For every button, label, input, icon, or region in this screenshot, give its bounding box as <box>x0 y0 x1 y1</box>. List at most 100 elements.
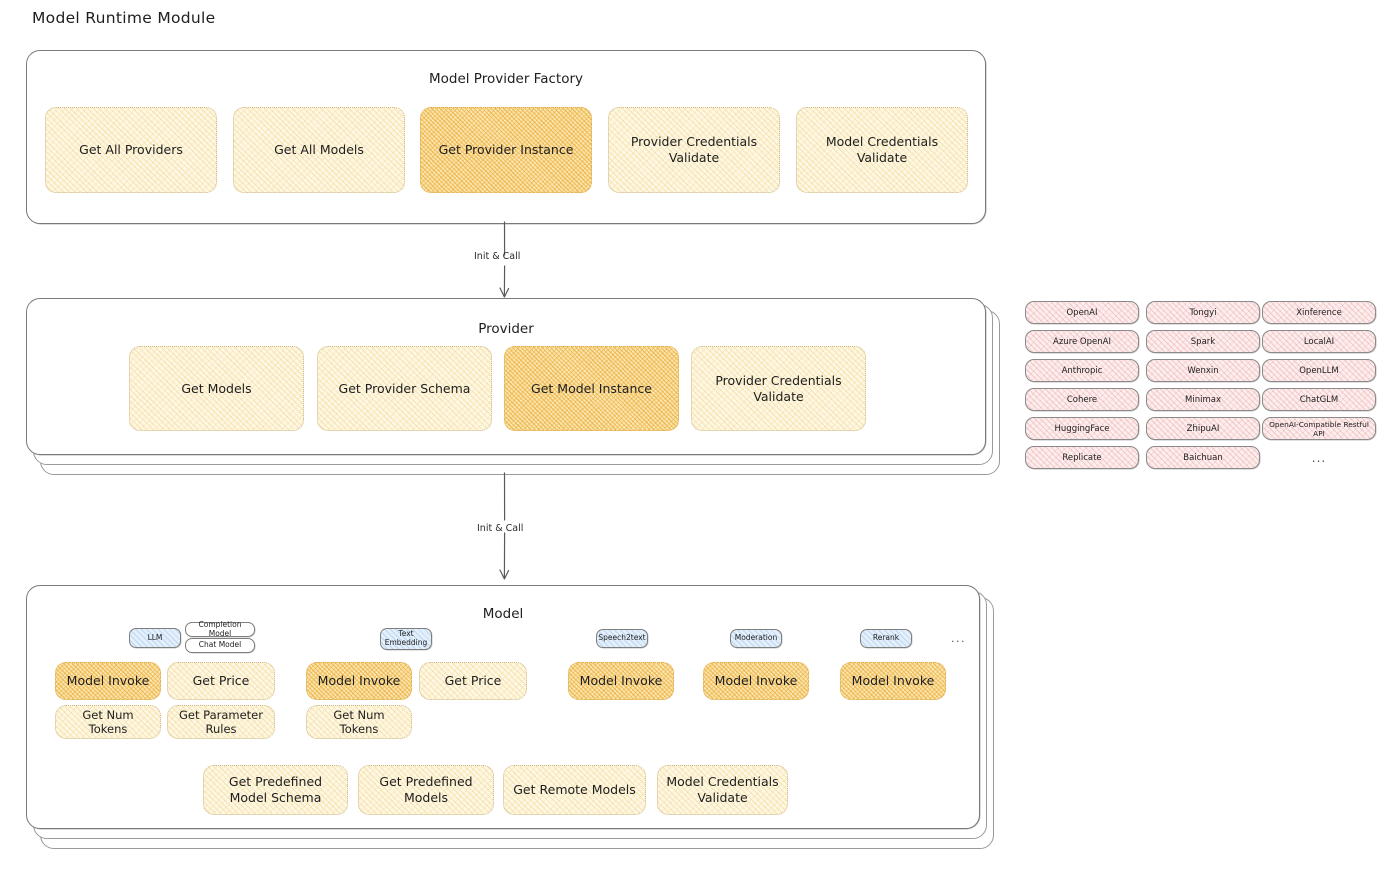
model-text-embedding-node-get-num-tokens-label: Get Num Tokens <box>333 707 385 736</box>
provider-chip-openai-compatible[interactable]: OpenAI-Compatible Restful API <box>1262 417 1376 440</box>
factory-node-provider-credentials-validate[interactable]: Provider Credentials Validate <box>608 107 780 193</box>
model-llm-node-get-parameter-rules-label: Get Parameter Rules <box>179 707 263 736</box>
provider-chip-xinference-label: Xinference <box>1296 307 1342 318</box>
provider-chip-replicate-label: Replicate <box>1062 452 1102 463</box>
provider-chip-chatglm[interactable]: ChatGLM <box>1262 388 1376 411</box>
arrow-factory-to-provider-label: Init & Call <box>474 251 521 262</box>
provider-chip-minimax-label: Minimax <box>1185 394 1221 405</box>
provider-chip-wenxin-label: Wenxin <box>1187 365 1219 376</box>
model-common-node-get-predefined-model-schema[interactable]: Get Predefined Model Schema <box>203 765 348 815</box>
arrow-factory-to-provider <box>499 221 510 298</box>
provider-title: Provider <box>478 321 534 337</box>
model-llm-node-get-parameter-rules[interactable]: Get Parameter Rules <box>167 705 275 739</box>
provider-chip-minimax[interactable]: Minimax <box>1146 388 1260 411</box>
model-moderation-node-model-invoke-label: Model Invoke <box>714 673 798 689</box>
model-common-node-get-predefined-models-label: Get Predefined Models <box>379 774 473 805</box>
model-badge-llm[interactable]: LLM <box>129 628 181 648</box>
model-text-embedding-node-get-price[interactable]: Get Price <box>419 662 527 700</box>
model-common-node-model-credentials-validate[interactable]: Model Credentials Validate <box>657 765 788 815</box>
model-types-more: ... <box>951 632 966 645</box>
model-text-embedding-node-get-num-tokens[interactable]: Get Num Tokens <box>306 705 412 739</box>
model-llm-node-get-num-tokens-label: Get Num Tokens <box>82 707 134 736</box>
provider-chip-openllm[interactable]: OpenLLM <box>1262 359 1376 382</box>
provider-chip-huggingface-label: HuggingFace <box>1054 423 1110 434</box>
provider-node-provider-credentials-validate-label: Provider Credentials Validate <box>715 372 842 404</box>
provider-chip-zhipuai[interactable]: ZhipuAI <box>1146 417 1260 440</box>
model-text-embedding-node-get-price-label: Get Price <box>444 673 502 689</box>
model-common-node-get-predefined-model-schema-label: Get Predefined Model Schema <box>228 774 323 805</box>
model-llm-node-get-num-tokens[interactable]: Get Num Tokens <box>55 705 161 739</box>
provider-chip-spark-label: Spark <box>1190 336 1216 347</box>
model-badge-completion-model[interactable]: Completion Model <box>185 619 255 638</box>
factory-node-get-all-providers[interactable]: Get All Providers <box>45 107 217 193</box>
model-types-more-label: ... <box>951 632 966 645</box>
model-provider-factory-title: Model Provider Factory <box>428 71 583 87</box>
arrow-provider-to-model-label: Init & Call <box>477 523 524 534</box>
provider-chip-azure-openai-label: Azure OpenAI <box>1053 336 1111 347</box>
provider-node-get-provider-schema[interactable]: Get Provider Schema <box>317 346 492 431</box>
provider-chip-chatglm-label: ChatGLM <box>1299 394 1339 405</box>
model-badge-completion-model-label: Completion Model <box>198 619 242 638</box>
provider-chip-cohere[interactable]: Cohere <box>1025 388 1139 411</box>
model-speech2text-node-model-invoke-label: Model Invoke <box>579 673 663 689</box>
model-llm-node-get-price[interactable]: Get Price <box>167 662 275 700</box>
model-rerank-node-model-invoke-label: Model Invoke <box>851 673 935 689</box>
model-llm-node-model-invoke-label: Model Invoke <box>66 673 150 689</box>
model-badge-moderation[interactable]: Moderation <box>730 629 782 648</box>
model-badge-chat-model-label: Chat Model <box>198 640 242 650</box>
model-title: Model <box>482 606 524 622</box>
provider-chip-baichuan-label: Baichuan <box>1183 452 1223 463</box>
provider-chip-spark[interactable]: Spark <box>1146 330 1260 353</box>
model-badge-speech2text-label: Speech2text <box>598 633 646 643</box>
model-badge-speech2text[interactable]: Speech2text <box>596 629 648 648</box>
model-badge-rerank[interactable]: Rerank <box>860 629 912 648</box>
model-rerank-node-model-invoke[interactable]: Model Invoke <box>840 662 946 700</box>
model-common-node-get-remote-models[interactable]: Get Remote Models <box>503 765 646 815</box>
model-badge-chat-model[interactable]: Chat Model <box>185 638 255 653</box>
model-llm-node-get-price-label: Get Price <box>192 673 250 689</box>
factory-node-get-all-models[interactable]: Get All Models <box>233 107 405 193</box>
provider-chip-xinference[interactable]: Xinference <box>1262 301 1376 324</box>
model-speech2text-node-model-invoke[interactable]: Model Invoke <box>568 662 674 700</box>
model-badge-rerank-label: Rerank <box>872 633 900 643</box>
model-badge-text-embedding-label: Text Embedding <box>384 629 428 647</box>
factory-node-get-provider-instance[interactable]: Get Provider Instance <box>420 107 592 193</box>
model-text-embedding-node-model-invoke[interactable]: Model Invoke <box>306 662 412 700</box>
arrow-provider-to-model <box>499 472 510 580</box>
model-common-node-get-remote-models-label: Get Remote Models <box>513 782 636 798</box>
provider-chip-tongyi[interactable]: Tongyi <box>1146 301 1260 324</box>
model-llm-node-model-invoke[interactable]: Model Invoke <box>55 662 161 700</box>
provider-node-get-model-instance-label: Get Model Instance <box>531 380 652 396</box>
provider-list-more: ... <box>1262 450 1376 466</box>
provider-chip-openai[interactable]: OpenAI <box>1025 301 1139 324</box>
provider-node-get-provider-schema-label: Get Provider Schema <box>338 380 471 396</box>
provider-chip-localai[interactable]: LocalAI <box>1262 330 1376 353</box>
provider-chip-cohere-label: Cohere <box>1066 394 1098 405</box>
provider-chip-tongyi-label: Tongyi <box>1189 307 1217 318</box>
provider-node-get-models[interactable]: Get Models <box>129 346 304 431</box>
provider-chip-localai-label: LocalAI <box>1303 336 1335 347</box>
provider-chip-anthropic[interactable]: Anthropic <box>1025 359 1139 382</box>
model-badge-text-embedding[interactable]: Text Embedding <box>380 628 432 650</box>
provider-chip-azure-openai[interactable]: Azure OpenAI <box>1025 330 1139 353</box>
page-title: Model Runtime Module <box>32 9 216 27</box>
factory-node-get-all-models-label: Get All Models <box>274 142 364 158</box>
factory-node-get-provider-instance-label: Get Provider Instance <box>438 142 574 158</box>
provider-node-get-models-label: Get Models <box>181 380 252 396</box>
model-badge-moderation-label: Moderation <box>734 633 778 643</box>
provider-chip-openllm-label: OpenLLM <box>1299 365 1339 376</box>
factory-node-get-all-providers-label: Get All Providers <box>79 142 183 158</box>
provider-chip-wenxin[interactable]: Wenxin <box>1146 359 1260 382</box>
factory-node-model-credentials-validate[interactable]: Model Credentials Validate <box>796 107 968 193</box>
provider-chip-anthropic-label: Anthropic <box>1061 365 1103 376</box>
provider-chip-huggingface[interactable]: HuggingFace <box>1025 417 1139 440</box>
provider-node-get-model-instance[interactable]: Get Model Instance <box>504 346 679 431</box>
factory-node-model-credentials-validate-label: Model Credentials Validate <box>825 134 939 165</box>
model-moderation-node-model-invoke[interactable]: Model Invoke <box>703 662 809 700</box>
model-common-node-get-predefined-models[interactable]: Get Predefined Models <box>358 765 494 815</box>
provider-chip-zhipuai-label: ZhipuAI <box>1186 423 1220 434</box>
provider-chip-replicate[interactable]: Replicate <box>1025 446 1139 469</box>
provider-chip-baichuan[interactable]: Baichuan <box>1146 446 1260 469</box>
provider-node-provider-credentials-validate[interactable]: Provider Credentials Validate <box>691 346 866 431</box>
